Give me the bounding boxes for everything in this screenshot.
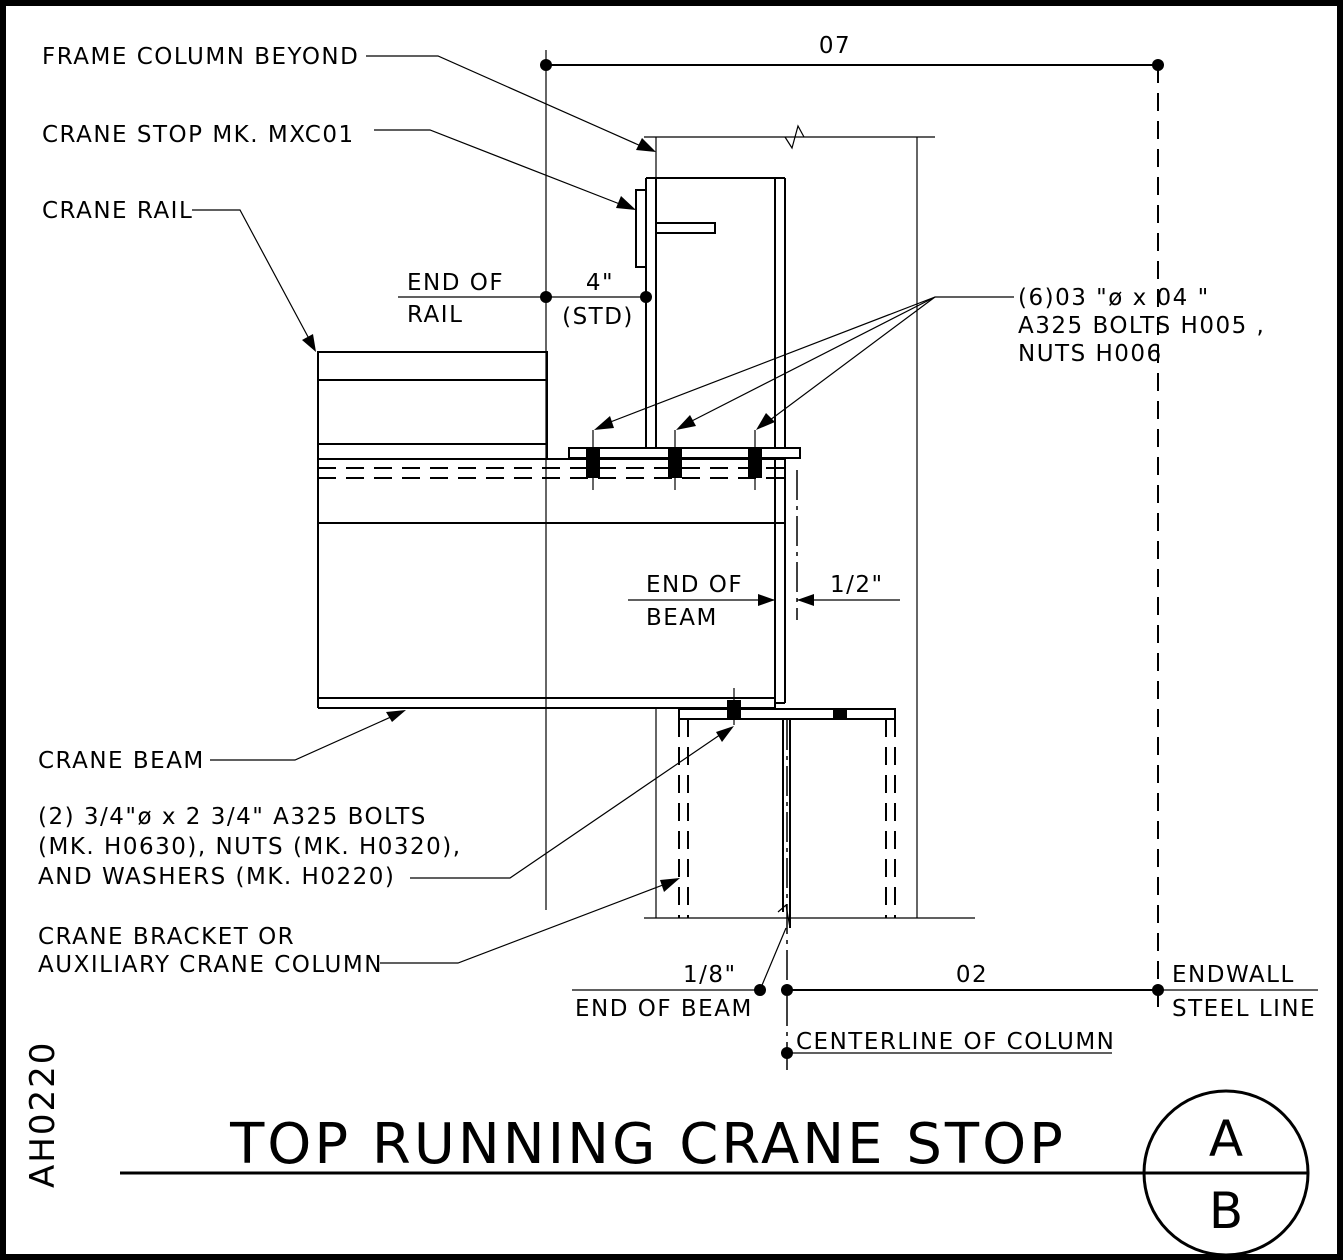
end-of-beam-label-2: BEAM bbox=[646, 605, 718, 631]
drawing-number: AH0220 bbox=[23, 1041, 63, 1188]
detail-bubble-top: A bbox=[1209, 1110, 1243, 1168]
dim-bottom: 02 bbox=[956, 962, 988, 988]
bolts6-line3: NUTS H006 bbox=[1018, 341, 1163, 367]
top-bolts bbox=[586, 430, 762, 490]
dim-4in: 4" bbox=[586, 270, 614, 296]
frame-column-label: FRAME COLUMN BEYOND bbox=[42, 44, 359, 70]
dim-top-label: 07 bbox=[819, 33, 851, 59]
drawing-title: TOP RUNNING CRANE STOP bbox=[229, 1112, 1066, 1177]
top-dimension: 07 bbox=[540, 33, 1164, 1010]
detail-bubble-bottom: B bbox=[1209, 1182, 1243, 1240]
end-of-rail-label-2: RAIL bbox=[407, 302, 463, 328]
end-of-beam-bottom-label: END OF BEAM bbox=[575, 996, 753, 1022]
bolts2-line3: AND WASHERS (MK. H0220) bbox=[38, 864, 395, 890]
dim-half: 1/2" bbox=[830, 572, 884, 598]
endwall-label-1: ENDWALL bbox=[1172, 962, 1295, 988]
end-of-beam-label-1: END OF bbox=[646, 572, 743, 598]
end-of-rail-label-1: END OF bbox=[407, 270, 504, 296]
centerline-label: CENTERLINE OF COLUMN bbox=[796, 1029, 1115, 1055]
bracket-line1: CRANE BRACKET OR bbox=[38, 924, 295, 950]
bolts6-line1: (6)03 "ø x 04 " bbox=[1018, 285, 1210, 311]
bolts6-line2: A325 BOLTS H005 , bbox=[1018, 313, 1265, 339]
endwall-label-2: STEEL LINE bbox=[1172, 996, 1316, 1022]
crane-rail bbox=[317, 351, 548, 460]
detail-bubble: A B bbox=[1142, 1089, 1310, 1257]
crane-bracket bbox=[678, 688, 896, 929]
crane-rail-label: CRANE RAIL bbox=[42, 198, 193, 224]
bolts2-line2: (MK. H0630), NUTS (MK. H0320), bbox=[38, 834, 462, 860]
dim-std: (STD) bbox=[562, 304, 634, 330]
bolts2-line1: (2) 3/4"ø x 2 3/4" A325 BOLTS bbox=[38, 804, 427, 830]
dim-eighth: 1/8" bbox=[683, 962, 737, 988]
crane-beam-label: CRANE BEAM bbox=[38, 748, 205, 774]
frame-column bbox=[644, 124, 975, 919]
crane-stop-label: CRANE STOP MK. MXC01 bbox=[42, 122, 355, 148]
bracket-line2: AUXILIARY CRANE COLUMN bbox=[38, 952, 383, 978]
crane-stop bbox=[568, 177, 801, 459]
